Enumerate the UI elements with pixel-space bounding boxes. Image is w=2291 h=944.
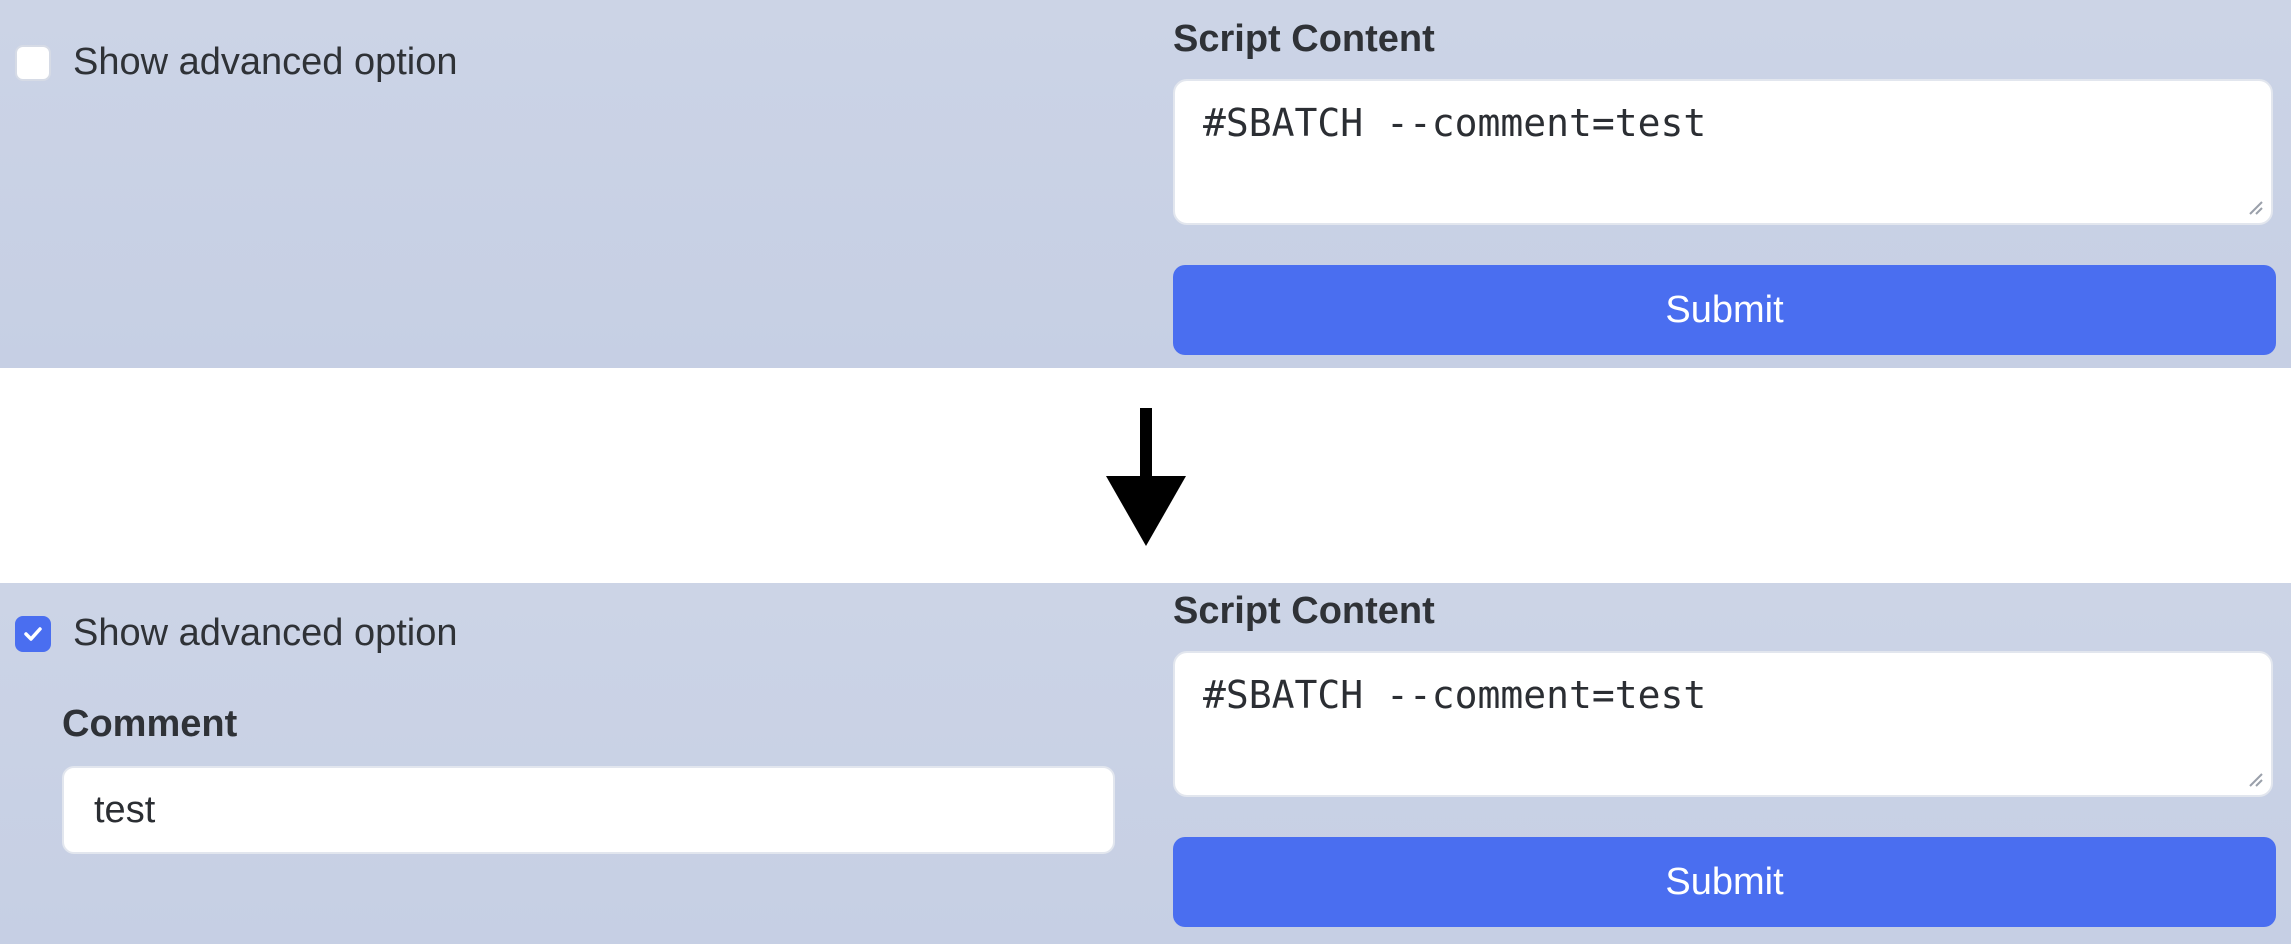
advanced-option-checkbox[interactable] [15,615,51,652]
resize-grip-icon[interactable] [2246,198,2264,216]
advanced-option-label[interactable]: Show advanced option [73,612,458,654]
form-panel-before: Show advanced option Script Content #SBA… [0,0,2291,368]
advanced-option-label[interactable]: Show advanced option [73,41,458,83]
arrow-down-icon [1106,408,1186,546]
script-content-label: Script Content [1173,18,1435,60]
advanced-option-row[interactable]: Show advanced option [15,612,458,655]
checkmark-icon [24,626,42,641]
script-content-label: Script Content [1173,590,1435,632]
form-panel-after: Show advanced option Comment Script Cont… [0,583,2291,944]
script-content-textarea[interactable]: #SBATCH --comment=test [1173,651,2273,797]
comment-label: Comment [62,703,238,745]
resize-grip-icon[interactable] [2246,770,2264,788]
advanced-option-row[interactable]: Show advanced option [15,41,458,84]
submit-button[interactable]: Submit [1173,837,2276,927]
advanced-option-checkbox[interactable] [15,44,51,81]
comment-input[interactable] [62,766,1115,854]
script-content-textarea[interactable]: #SBATCH --comment=test [1173,79,2273,225]
submit-button[interactable]: Submit [1173,265,2276,355]
